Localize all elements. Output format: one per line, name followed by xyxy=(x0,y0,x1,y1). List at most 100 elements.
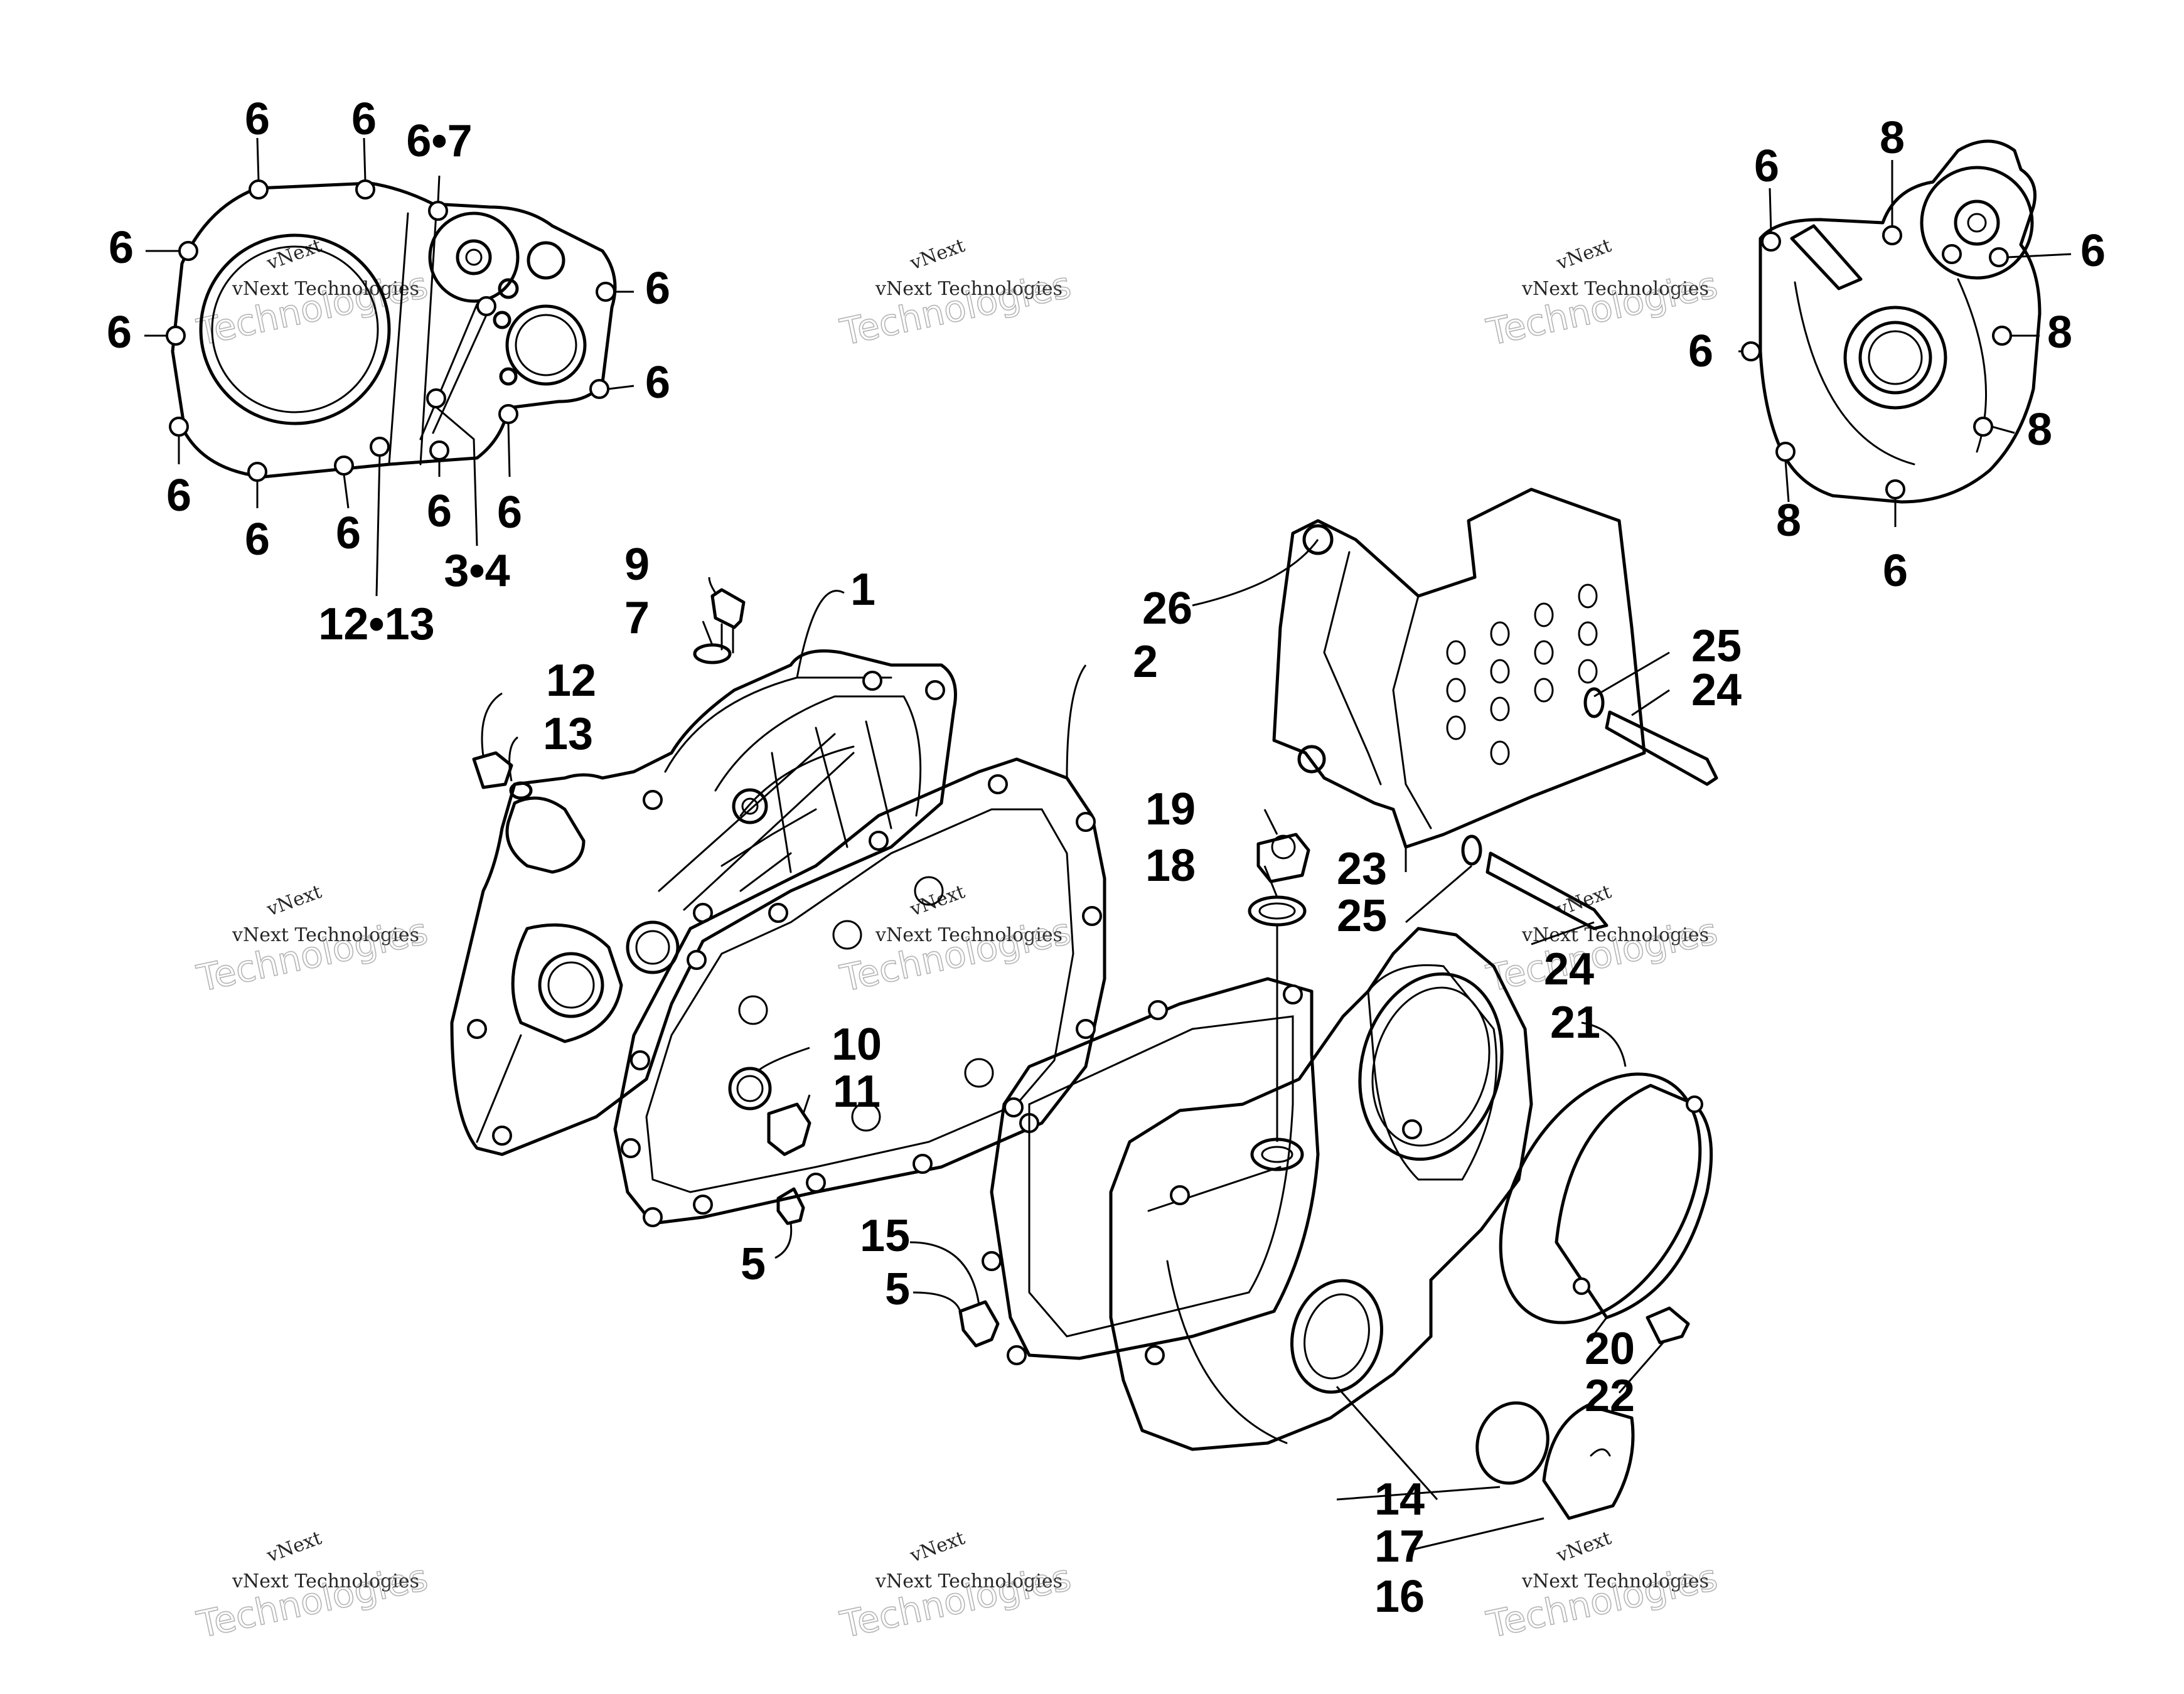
watermark-line3: Technologies xyxy=(193,1556,432,1646)
part-11-plug xyxy=(767,1102,811,1156)
callout-25: 25 xyxy=(1691,621,1742,671)
part-22-bolt xyxy=(1646,1306,1690,1345)
part-14-magneto-housing xyxy=(982,927,1533,1451)
clutch-cover-outer-view xyxy=(144,137,634,597)
part-21-o-ring xyxy=(1499,1072,1702,1324)
watermark-line1: vNext xyxy=(264,235,324,275)
part-25-washer-lower xyxy=(1461,834,1482,866)
watermark-line2: vNext Technologies xyxy=(875,278,1063,300)
callout-8: 8 xyxy=(2047,307,2072,358)
callout-24: 24 xyxy=(1544,944,1594,994)
callout-6: 6 xyxy=(645,264,670,314)
part-24-bolt-lower xyxy=(1485,851,1609,930)
part-20-21-22-cover xyxy=(1475,1072,1713,1520)
callout-6: 6 xyxy=(351,94,377,144)
watermark-line1: vNext xyxy=(264,1527,324,1567)
callout-25: 25 xyxy=(1337,891,1387,941)
callout-23: 23 xyxy=(1337,844,1387,894)
callout-11: 11 xyxy=(833,1067,881,1117)
watermark-line2: vNext Technologies xyxy=(875,924,1063,946)
callout-18: 18 xyxy=(1145,841,1196,891)
part-24-bolt-upper xyxy=(1605,710,1718,786)
part-9-bolt xyxy=(710,588,746,629)
watermark-line2: vNext Technologies xyxy=(875,1570,1063,1592)
callout-16: 16 xyxy=(1374,1572,1425,1622)
watermark-line3: Technologies xyxy=(193,910,432,1000)
part-17-o-ring xyxy=(1475,1401,1550,1485)
watermark-line2: vNext Technologies xyxy=(1521,278,1709,300)
watermark-line2: vNext Technologies xyxy=(1521,1570,1709,1592)
callout-6: 6 xyxy=(166,471,191,521)
callout-7: 7 xyxy=(624,593,650,643)
part-25-washer-upper xyxy=(1583,687,1605,718)
callout-2: 2 xyxy=(1133,637,1158,687)
callout-6: 6 xyxy=(107,307,132,358)
callout-8: 8 xyxy=(1776,496,1801,546)
part-26-23-shield xyxy=(1272,487,1718,930)
callout-24: 24 xyxy=(1691,665,1742,715)
part-18-gasket xyxy=(1248,895,1307,927)
watermark-line2: vNext Technologies xyxy=(232,1570,419,1592)
part-13-washer xyxy=(509,781,533,800)
callout-6: 6 xyxy=(497,487,522,538)
watermark-line1: vNext xyxy=(1553,1527,1614,1567)
callout-21: 21 xyxy=(1550,998,1600,1048)
watermark: vNext vNext Technologies Technologies xyxy=(836,881,1075,1001)
part-5-dowel xyxy=(776,1187,805,1225)
part-1-clutch-housing xyxy=(450,649,957,1156)
watermark-line3: Technologies xyxy=(1483,910,1721,1000)
magneto-cover-outer-view xyxy=(1738,139,2072,527)
watermark-line1: vNext xyxy=(264,881,324,921)
part-20-cover xyxy=(1555,1084,1713,1319)
callout-17: 17 xyxy=(1374,1521,1425,1572)
callout-15: 15 xyxy=(860,1211,910,1261)
callout-10: 10 xyxy=(832,1020,882,1070)
watermark: vNext vNext Technologies Technologies xyxy=(193,881,432,1001)
leader-lines xyxy=(481,539,1670,1551)
bolt-holes xyxy=(1741,225,2012,499)
part-5-dowel-lower xyxy=(958,1300,1000,1348)
callout-6: 6 xyxy=(1688,326,1713,376)
callout-6: 6 xyxy=(427,486,452,536)
callout-14: 14 xyxy=(1374,1474,1425,1525)
shield-vent-holes xyxy=(1446,583,1598,765)
callout-6: 6 xyxy=(336,508,361,558)
part-7-washer xyxy=(693,643,732,664)
callout-1: 1 xyxy=(850,565,875,615)
watermark-line1: vNext xyxy=(907,235,968,275)
leader-lines xyxy=(1738,160,2072,527)
callout-3-4: 3•4 xyxy=(444,546,510,596)
callout-6-7: 6•7 xyxy=(406,116,472,166)
callout-6: 6 xyxy=(645,358,670,408)
callout-8: 8 xyxy=(1880,113,1905,163)
watermark-line2: vNext Technologies xyxy=(232,924,419,946)
watermark: vNext vNext Technologies Technologies xyxy=(1482,881,1721,1001)
watermark: vNext vNext Technologies Technologies xyxy=(193,235,432,354)
leader-lines xyxy=(144,137,634,597)
watermark: vNext vNext Technologies Technologies xyxy=(1482,1527,1721,1647)
callout-6: 6 xyxy=(245,514,270,565)
callout-6: 6 xyxy=(109,223,134,273)
callout-8: 8 xyxy=(2027,405,2052,455)
callout-6: 6 xyxy=(245,94,270,144)
callout-5: 5 xyxy=(885,1264,910,1314)
callout-6: 6 xyxy=(2080,226,2106,276)
callout-13: 13 xyxy=(543,709,593,759)
callout-20: 20 xyxy=(1585,1324,1635,1374)
watermark-line3: Technologies xyxy=(1483,1556,1721,1646)
part-10-o-ring xyxy=(728,1067,772,1111)
watermark-line1: vNext xyxy=(907,1527,968,1567)
watermark-line1: vNext xyxy=(1553,881,1614,921)
watermark: vNext vNext Technologies Technologies xyxy=(1482,235,1721,354)
watermark-line3: Technologies xyxy=(1483,264,1721,354)
callout-12-13: 12•13 xyxy=(318,599,434,649)
watermark-line2: vNext Technologies xyxy=(1521,924,1709,946)
watermark-line3: Technologies xyxy=(193,264,432,354)
callout-9: 9 xyxy=(624,540,650,590)
callouts: 6 6 6•7 6 6 6 6 6 6 6 6 6 12•13 3•4 6 8 … xyxy=(107,94,2106,1622)
callout-19: 19 xyxy=(1145,784,1196,834)
part-16-plug xyxy=(1542,1404,1635,1520)
watermark: vNext vNext Technologies Technologies xyxy=(836,1527,1075,1647)
callout-12: 12 xyxy=(546,656,596,706)
